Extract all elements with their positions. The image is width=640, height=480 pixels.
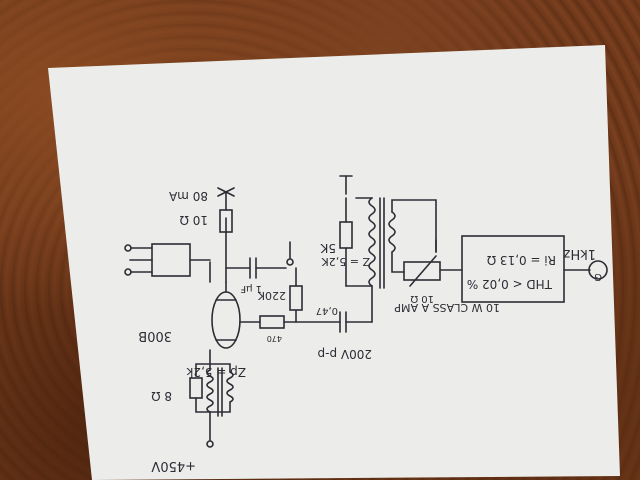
grid-leak-label: 220K [257, 289, 286, 302]
spec-ri: Ri = 0,13 Ω [487, 253, 556, 267]
tube-label: 300B [138, 328, 172, 343]
load-label: 8 Ω [151, 389, 172, 403]
interstage-resistor-label: 5K [319, 241, 336, 255]
frequency-label: 1kHz [563, 246, 596, 261]
cathode-cap-label: 1 µF [240, 283, 262, 294]
generator-icon: G [594, 271, 602, 282]
pot-label: 10 Ω [410, 293, 434, 304]
schematic-wires [124, 175, 608, 448]
drive-voltage-label: 200V p-p [318, 347, 373, 361]
zp-label: Zp = 5,2k [186, 365, 246, 379]
bias-current-label: 80 mA [168, 189, 208, 203]
coupling-cap-label: 0,47 [316, 305, 338, 316]
paper-sheet [48, 45, 620, 480]
spec-thd: THD < 0,02 % [467, 277, 553, 291]
bias-resistor-label: 10 Ω [180, 213, 208, 227]
interstage-impedance-label: Z = 5,2K [321, 255, 370, 268]
title-label: 10 W CLASS A AMP [394, 301, 500, 314]
supply-label: +450V [151, 458, 196, 473]
grid-resistor-label: 470 [267, 334, 282, 343]
